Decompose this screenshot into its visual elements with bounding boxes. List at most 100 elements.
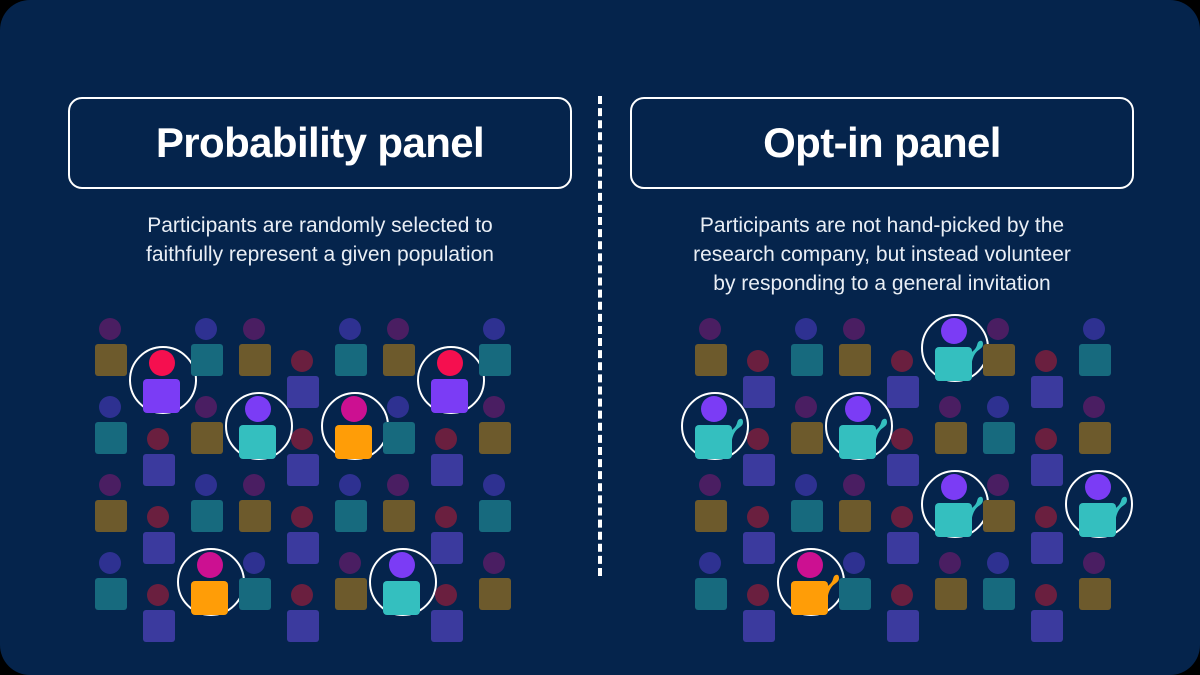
person-head-icon bbox=[195, 396, 217, 418]
selection-ring bbox=[225, 392, 293, 460]
optin-panel-title-box: Opt-in panel bbox=[630, 97, 1134, 189]
person-body-icon bbox=[839, 425, 876, 459]
person-head-icon bbox=[195, 318, 217, 340]
highlighted-person-figure bbox=[321, 392, 389, 460]
person-head-icon bbox=[795, 396, 817, 418]
person-body-icon bbox=[143, 454, 175, 486]
person-figure bbox=[743, 506, 787, 564]
person-body-icon bbox=[479, 344, 511, 376]
person-head-icon bbox=[147, 428, 169, 450]
person-head-icon bbox=[435, 584, 457, 606]
person-body-icon bbox=[983, 422, 1015, 454]
person-head-icon bbox=[1085, 474, 1111, 500]
person-head-icon bbox=[435, 506, 457, 528]
person-body-icon bbox=[383, 422, 415, 454]
selection-ring bbox=[681, 392, 749, 460]
person-head-icon bbox=[339, 318, 361, 340]
person-figure bbox=[839, 552, 883, 610]
person-body-icon bbox=[479, 578, 511, 610]
person-head-icon bbox=[291, 350, 313, 372]
person-figure bbox=[335, 474, 379, 532]
person-body-icon bbox=[287, 532, 319, 564]
person-body-icon bbox=[191, 422, 223, 454]
person-head-icon bbox=[147, 506, 169, 528]
person-figure bbox=[935, 396, 979, 454]
person-head-icon bbox=[941, 318, 967, 344]
person-head-icon bbox=[843, 318, 865, 340]
person-figure bbox=[743, 428, 787, 486]
person-figure bbox=[695, 318, 739, 376]
person-body-icon bbox=[743, 376, 775, 408]
person-body-icon bbox=[695, 425, 732, 459]
person-figure bbox=[287, 584, 331, 642]
person-figure bbox=[431, 428, 475, 486]
person-body-icon bbox=[191, 344, 223, 376]
person-head-icon bbox=[387, 396, 409, 418]
person-head-icon bbox=[483, 396, 505, 418]
person-body-icon bbox=[791, 422, 823, 454]
person-body-icon bbox=[839, 578, 871, 610]
person-head-icon bbox=[243, 318, 265, 340]
person-body-icon bbox=[743, 610, 775, 642]
person-figure bbox=[743, 584, 787, 642]
person-figure bbox=[383, 474, 427, 532]
highlighted-person-figure bbox=[681, 392, 749, 460]
person-head-icon bbox=[245, 396, 271, 422]
person-head-icon bbox=[797, 552, 823, 578]
person-body-icon bbox=[431, 610, 463, 642]
person-figure bbox=[191, 474, 235, 532]
person-figure bbox=[239, 474, 283, 532]
person-head-icon bbox=[1083, 552, 1105, 574]
person-body-icon bbox=[95, 578, 127, 610]
person-head-icon bbox=[147, 584, 169, 606]
person-figure bbox=[95, 474, 139, 532]
selection-ring bbox=[417, 346, 485, 414]
person-figure bbox=[1031, 428, 1075, 486]
person-head-icon bbox=[795, 318, 817, 340]
person-figure bbox=[143, 506, 187, 564]
person-body-icon bbox=[887, 376, 919, 408]
person-body-icon bbox=[1031, 454, 1063, 486]
highlighted-person-figure bbox=[921, 314, 989, 382]
selection-ring bbox=[369, 548, 437, 616]
person-head-icon bbox=[435, 428, 457, 450]
person-figure bbox=[383, 318, 427, 376]
person-head-icon bbox=[99, 396, 121, 418]
person-body-icon bbox=[335, 500, 367, 532]
person-head-icon bbox=[1035, 506, 1057, 528]
highlighted-person-figure bbox=[129, 346, 197, 414]
probability-panel-title-box: Probability panel bbox=[68, 97, 572, 189]
person-body-icon bbox=[887, 532, 919, 564]
person-body-icon bbox=[1031, 610, 1063, 642]
person-figure bbox=[695, 474, 739, 532]
person-figure bbox=[431, 584, 475, 642]
person-head-icon bbox=[987, 474, 1009, 496]
person-body-icon bbox=[839, 500, 871, 532]
person-head-icon bbox=[483, 318, 505, 340]
person-head-icon bbox=[891, 506, 913, 528]
person-head-icon bbox=[387, 318, 409, 340]
panel-probability: Probability panel Participants are rando… bbox=[68, 97, 572, 642]
person-head-icon bbox=[1035, 350, 1057, 372]
person-body-icon bbox=[239, 344, 271, 376]
person-body-icon bbox=[431, 454, 463, 486]
person-body-icon bbox=[287, 376, 319, 408]
highlighted-person-figure bbox=[369, 548, 437, 616]
person-figure bbox=[95, 318, 139, 376]
person-body-icon bbox=[1031, 532, 1063, 564]
person-body-icon bbox=[839, 344, 871, 376]
person-body-icon bbox=[935, 347, 972, 381]
person-body-icon bbox=[239, 578, 271, 610]
person-body-icon bbox=[743, 532, 775, 564]
person-figure bbox=[239, 318, 283, 376]
person-figure bbox=[143, 584, 187, 642]
person-head-icon bbox=[195, 474, 217, 496]
person-figure bbox=[695, 552, 739, 610]
panel-optin: Opt-in panel Participants are not hand-p… bbox=[600, 0, 1200, 675]
person-figure bbox=[287, 428, 331, 486]
person-figure bbox=[887, 506, 931, 564]
person-head-icon bbox=[291, 584, 313, 606]
person-body-icon bbox=[1079, 422, 1111, 454]
person-head-icon bbox=[891, 428, 913, 450]
